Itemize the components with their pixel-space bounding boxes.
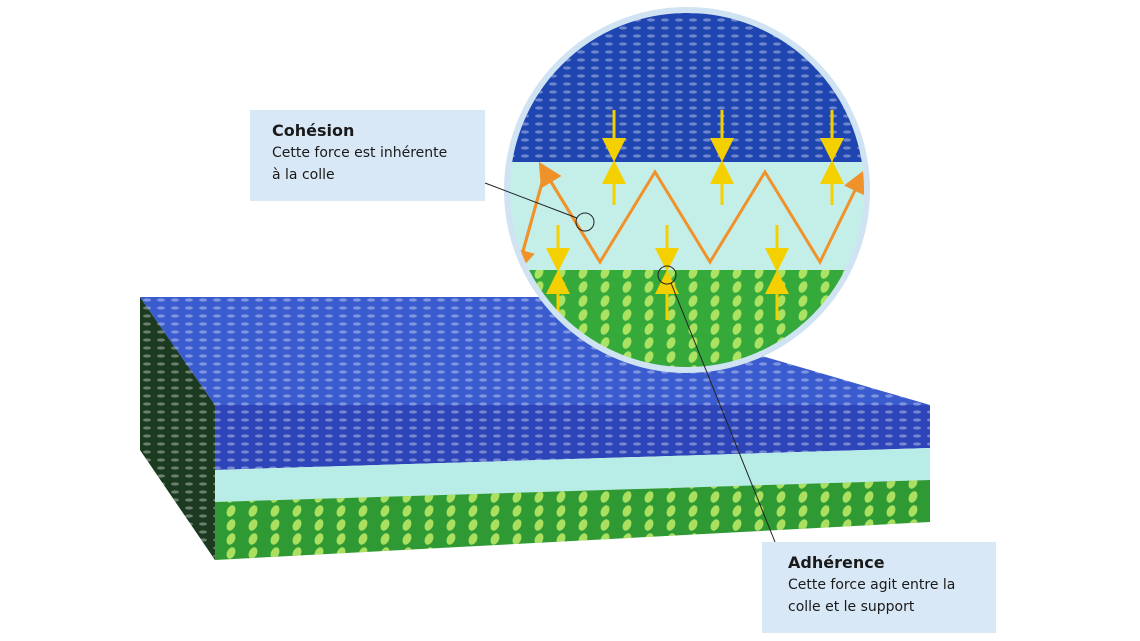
cohesion-title: Cohésion — [272, 121, 355, 140]
cohesion-description-line2: à la colle — [272, 167, 335, 183]
adherence-description-line1: Cette force agit entre la — [788, 577, 956, 593]
callout-leader-lines — [484, 182, 776, 543]
layered-slab — [140, 297, 930, 560]
adherence-description-line2: colle et le support — [788, 599, 915, 615]
adherence-callout: Adhérence Cette force agit entre la coll… — [762, 542, 996, 633]
adherence-title: Adhérence — [788, 553, 885, 572]
cohesion-callout: Cohésion Cette force est inhérente à la … — [250, 110, 485, 201]
cohesion-description-line1: Cette force est inhérente — [272, 145, 448, 161]
